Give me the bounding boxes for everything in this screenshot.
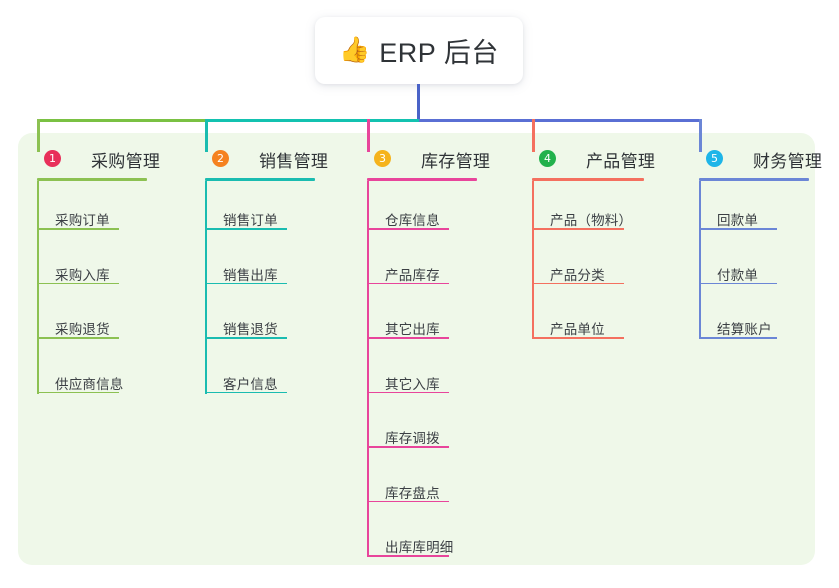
leaf-item-label[interactable]: 其它出库 xyxy=(385,322,440,337)
leaf-item-rule xyxy=(367,555,449,557)
bus-segment-3 xyxy=(419,119,701,123)
column-title-5: 财务管理 xyxy=(753,152,823,171)
leaf-item-rule xyxy=(699,228,777,230)
column-header-rule-3 xyxy=(367,178,477,181)
column-rail-2 xyxy=(205,181,207,394)
leaf-item-rule xyxy=(699,282,777,285)
leaf-item-rule xyxy=(205,391,287,394)
leaf-item-rule xyxy=(367,446,449,448)
leaf-item-label[interactable]: 采购订单 xyxy=(55,213,110,228)
column-header-rule-2 xyxy=(205,178,315,181)
leaf-item-label[interactable]: 产品库存 xyxy=(385,267,440,283)
org-chart-panel xyxy=(18,133,815,565)
column-header-rule-1 xyxy=(37,178,147,181)
leaf-item-rule xyxy=(367,500,449,503)
leaf-item-label[interactable]: 付款单 xyxy=(717,267,759,283)
column-badge-1: 1 xyxy=(44,150,61,167)
leaf-item-rule xyxy=(532,282,624,285)
leaf-item-rule xyxy=(205,282,287,285)
leaf-item-label[interactable]: 仓库信息 xyxy=(385,213,440,228)
leaf-item-rule xyxy=(532,228,624,230)
column-title-4: 产品管理 xyxy=(586,152,656,171)
leaf-item-rule xyxy=(367,337,449,339)
drop-line-5 xyxy=(699,119,703,152)
leaf-item-label[interactable]: 结算账户 xyxy=(717,322,772,337)
leaf-item-label[interactable]: 采购退货 xyxy=(55,322,110,337)
leaf-item-rule xyxy=(37,228,119,230)
bus-segment-1 xyxy=(37,119,205,123)
column-badge-4: 4 xyxy=(539,150,556,167)
column-header-rule-4 xyxy=(532,178,644,181)
leaf-item-label[interactable]: 库存盘点 xyxy=(385,485,440,501)
leaf-item-rule xyxy=(532,337,624,339)
column-title-1: 采购管理 xyxy=(91,152,161,171)
column-badge-2: 2 xyxy=(212,150,229,167)
leaf-item-rule xyxy=(367,228,449,230)
leaf-item-label[interactable]: 供应商信息 xyxy=(55,376,124,392)
leaf-item-rule xyxy=(205,228,287,230)
column-badge-3: 3 xyxy=(374,150,391,167)
column-header-rule-5 xyxy=(699,178,809,181)
drop-line-4 xyxy=(532,119,536,152)
leaf-item-label[interactable]: 出库库明细 xyxy=(385,540,454,555)
leaf-item-rule xyxy=(205,337,287,339)
leaf-item-label[interactable]: 产品（物料） xyxy=(550,213,633,228)
leaf-item-rule xyxy=(367,282,449,285)
leaf-item-label[interactable]: 回款单 xyxy=(717,213,759,228)
trunk-line xyxy=(417,84,421,121)
column-rail-3 xyxy=(367,181,369,557)
leaf-item-rule xyxy=(37,282,119,285)
column-title-2: 销售管理 xyxy=(259,152,329,171)
leaf-item-label[interactable]: 产品单位 xyxy=(550,322,605,337)
leaf-item-rule xyxy=(699,337,777,339)
leaf-item-label[interactable]: 销售退货 xyxy=(223,322,278,337)
drop-line-3 xyxy=(367,119,371,152)
leaf-item-label[interactable]: 客户信息 xyxy=(223,376,278,392)
leaf-item-rule xyxy=(37,391,119,394)
column-rail-5 xyxy=(699,181,701,339)
leaf-item-label[interactable]: 其它入库 xyxy=(385,376,440,392)
column-rail-4 xyxy=(532,181,534,339)
column-rail-1 xyxy=(37,181,39,394)
drop-line-2 xyxy=(205,119,209,152)
root-node-title: ERP 后台 xyxy=(379,38,499,68)
leaf-item-label[interactable]: 采购入库 xyxy=(55,267,110,283)
column-title-3: 库存管理 xyxy=(421,152,491,171)
drop-line-1 xyxy=(37,119,41,152)
leaf-item-rule xyxy=(37,337,119,339)
thumbs-up-icon: 👍 xyxy=(339,36,371,64)
leaf-item-label[interactable]: 产品分类 xyxy=(550,267,605,283)
leaf-item-label[interactable]: 销售出库 xyxy=(223,267,278,283)
root-node-content: 👍 ERP 后台 xyxy=(339,31,499,70)
leaf-item-label[interactable]: 库存调拨 xyxy=(385,431,440,446)
column-badge-5: 5 xyxy=(706,150,723,167)
leaf-item-label[interactable]: 销售订单 xyxy=(223,213,278,228)
root-node-card[interactable]: 👍 ERP 后台 xyxy=(315,17,523,84)
bus-segment-2 xyxy=(205,119,419,123)
leaf-item-rule xyxy=(367,391,449,394)
